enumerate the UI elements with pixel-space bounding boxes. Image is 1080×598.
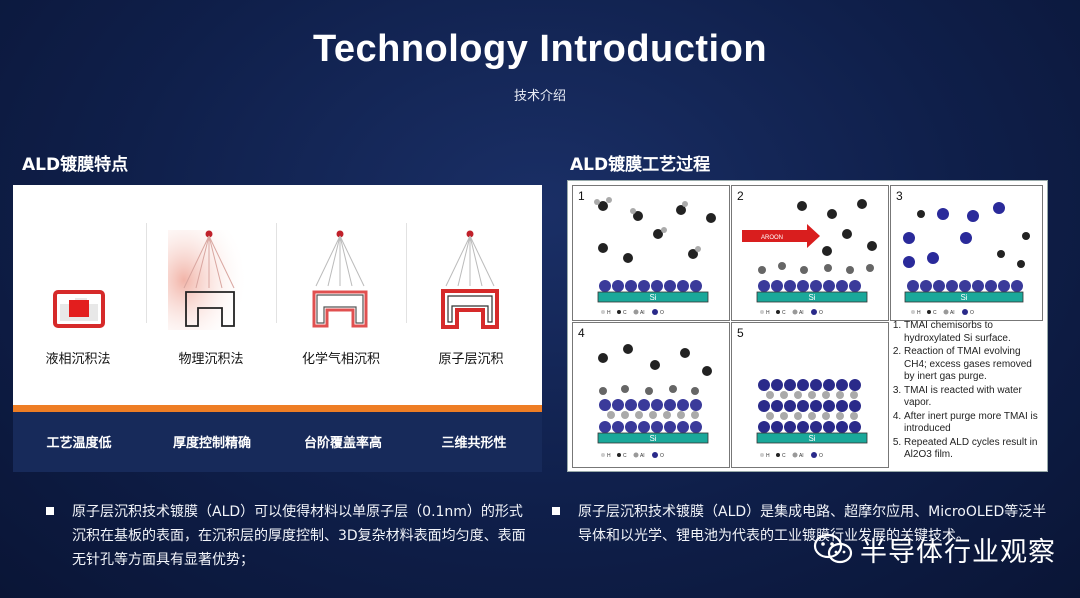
svg-text:Al: Al	[640, 453, 644, 459]
step-3-panel: 3 Si H C Al O	[890, 185, 1043, 321]
feature-physical: 物理沉积法	[146, 220, 276, 370]
divider	[406, 223, 407, 323]
note-item: Repeated ALD cycles result in Al2O3 film…	[904, 437, 1044, 462]
divider	[146, 223, 147, 323]
advantage-label: 三维共形性	[441, 436, 507, 451]
svg-text:O: O	[970, 310, 974, 316]
step-5-panel: 5 Si H C Al O	[731, 322, 889, 468]
note-item: After inert purge more TMAI is introduce…	[904, 411, 1044, 436]
features-heading: ALD镀膜特点	[22, 155, 129, 175]
substrate-label: Si	[649, 434, 656, 443]
step-2-panel: 2 AROON Si H C Al O	[731, 185, 889, 321]
feature-liquid: 液相沉积法	[13, 220, 143, 370]
svg-text:Al: Al	[799, 310, 803, 316]
svg-text:H: H	[766, 310, 770, 316]
svg-text:Al: Al	[799, 453, 803, 459]
step-4-panel: 4 Si H C Al O	[572, 322, 730, 468]
advantage-label: 工艺温度低	[46, 436, 112, 451]
svg-text:O: O	[819, 453, 823, 459]
svg-text:O: O	[660, 453, 664, 459]
advantage-label: 厚度控制精确	[172, 436, 251, 451]
bullet-text: 原子层沉积技术镀膜（ALD）是集成电路、超摩尔应用、MicroOLED等泛半导体…	[578, 504, 1047, 544]
bullet-item: 原子层沉积技术镀膜（ALD）可以使得材料以单原子层（0.1nm）的形式沉积在基板…	[46, 500, 532, 572]
bullet-marker	[46, 507, 54, 515]
atomic-layer-deposition-icon	[441, 230, 499, 329]
step-1-diagram: Si H C Al O	[594, 197, 716, 316]
feature-label: 物理沉积法	[178, 352, 244, 367]
page-subtitle: 技术介绍	[513, 89, 566, 104]
step-4-diagram: Si H C Al O	[597, 344, 712, 459]
step-3-diagram: Si H C Al O	[903, 202, 1030, 316]
advantages-bar: 工艺温度低 厚度控制精确 台阶覆盖率高 三维共形性	[13, 412, 542, 472]
svg-text:C: C	[933, 310, 937, 316]
svg-text:O: O	[660, 310, 664, 316]
note-item: TMAI is reacted with water vapor.	[904, 385, 1044, 410]
step-number: 1	[578, 189, 585, 203]
page-title: Technology Introduction	[312, 28, 768, 70]
process-heading: ALD镀膜工艺过程	[570, 155, 711, 175]
watermark: 半导体行业观察	[810, 528, 1055, 568]
svg-text:H: H	[607, 310, 611, 316]
substrate-label: Si	[960, 293, 967, 302]
feature-label: 原子层沉积	[438, 352, 504, 367]
step-number: 3	[896, 189, 903, 203]
features-panel: 液相沉积法 物理沉积法	[13, 185, 542, 405]
svg-text:H: H	[607, 453, 611, 459]
step-number: 4	[578, 326, 585, 340]
step-1-panel: 1 Si H C Al O	[572, 185, 730, 321]
svg-text:C: C	[623, 310, 627, 316]
advantage-label: 台阶覆盖率高	[303, 436, 382, 451]
step-2-diagram: AROON Si H C Al O	[742, 199, 877, 316]
accent-divider	[13, 405, 542, 412]
svg-text:H: H	[917, 310, 921, 316]
chemical-vapor-deposition-icon	[312, 230, 368, 328]
note-item: TMAI chemisorbs to hydroxylated Si surfa…	[904, 320, 1044, 345]
feature-ald: 原子层沉积	[406, 220, 536, 370]
svg-text:H: H	[766, 453, 770, 459]
bullet-item: 原子层沉积技术镀膜（ALD）是集成电路、超摩尔应用、MicroOLED等泛半导体…	[552, 500, 1048, 548]
feature-label: 液相沉积法	[45, 352, 111, 367]
svg-text:Al: Al	[950, 310, 954, 316]
feature-cvd: 化学气相沉积	[276, 220, 406, 370]
physical-deposition-icon	[168, 230, 248, 330]
step-5-diagram: Si H C Al O	[756, 379, 868, 459]
substrate-label: Si	[808, 293, 815, 302]
step-number: 5	[737, 326, 744, 340]
svg-text:C: C	[782, 453, 786, 459]
svg-text:O: O	[819, 310, 823, 316]
svg-text:C: C	[782, 310, 786, 316]
note-item: Reaction of TMAI evolving CH4; excess ga…	[904, 346, 1044, 384]
svg-text:Al: Al	[640, 310, 644, 316]
process-notes: TMAI chemisorbs to hydroxylated Si surfa…	[890, 320, 1044, 463]
bullet-marker	[552, 507, 560, 515]
substrate-label: Si	[808, 434, 815, 443]
divider	[276, 223, 277, 323]
watermark-text: 半导体行业观察	[860, 537, 1056, 568]
step-number: 2	[737, 189, 744, 203]
wechat-icon	[813, 533, 853, 564]
liquid-deposition-icon	[53, 290, 105, 328]
feature-label: 化学气相沉积	[301, 352, 380, 367]
arrow-label: AROON	[761, 235, 783, 241]
bullet-text: 原子层沉积技术镀膜（ALD）可以使得材料以单原子层（0.1nm）的形式沉积在基板…	[72, 504, 526, 568]
svg-text:C: C	[623, 453, 627, 459]
substrate-label: Si	[649, 293, 656, 302]
